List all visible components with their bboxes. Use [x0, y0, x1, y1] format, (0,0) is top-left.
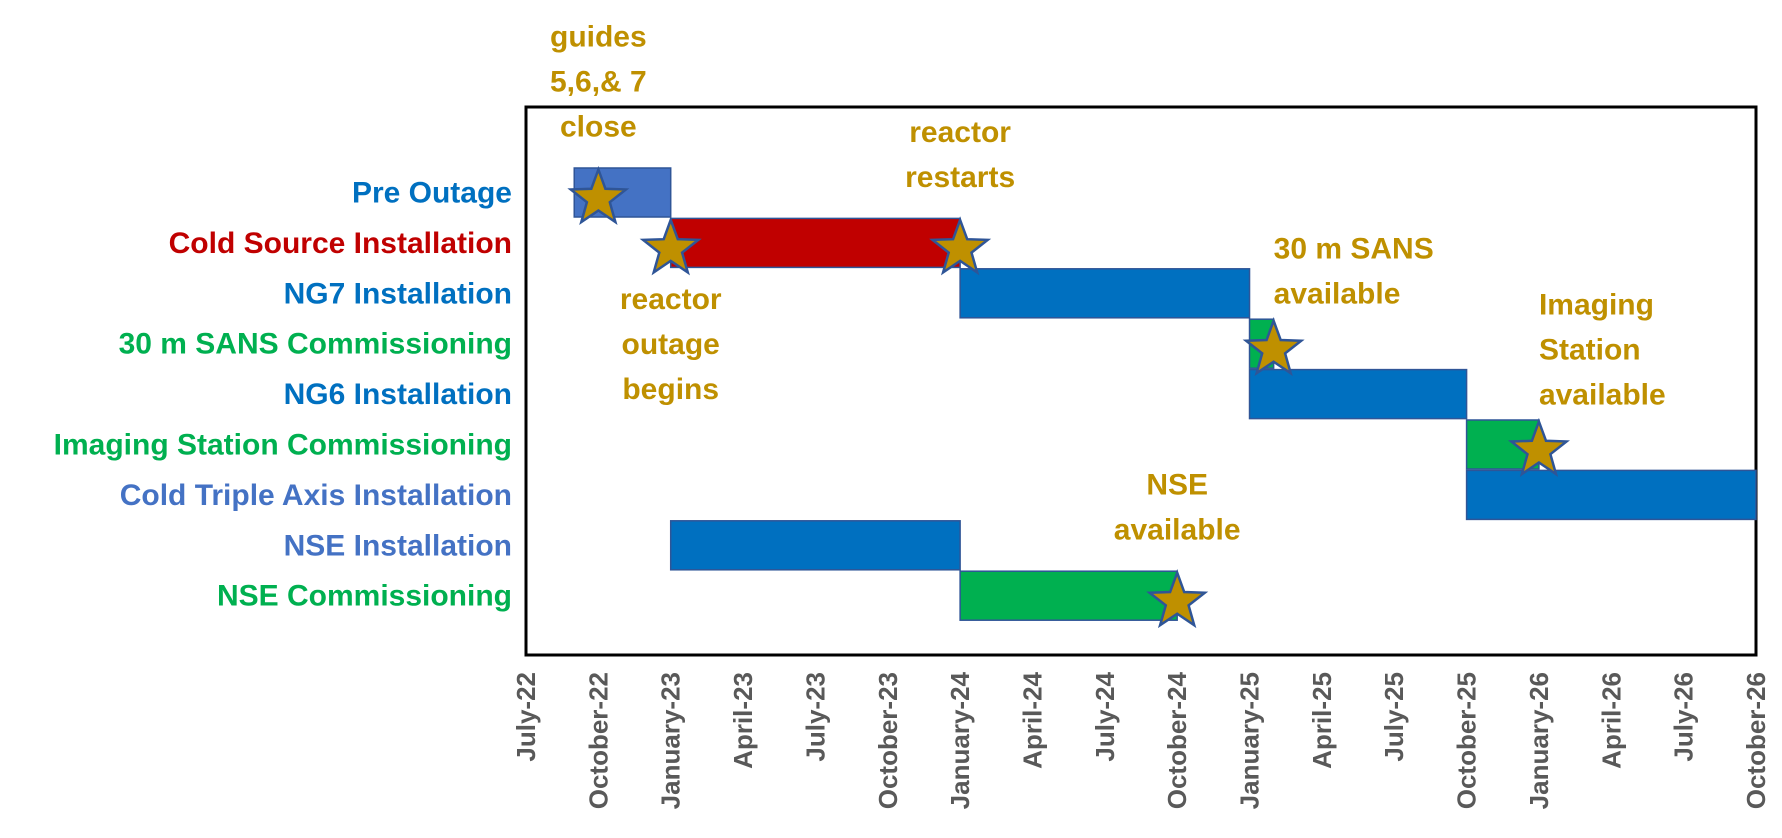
x-tick-label-7: April-24 [1017, 671, 1047, 768]
task-label-6: Cold Triple Axis Installation [120, 479, 512, 512]
task-bar-4 [1248, 368, 1468, 420]
task-label-8: NSE Commissioning [217, 580, 512, 613]
x-tick-label-13: October-25 [1452, 672, 1482, 809]
task-bar-6 [1465, 469, 1757, 521]
milestones-layer [567, 165, 1570, 629]
task-label-1: Cold Source Installation [169, 227, 512, 260]
x-tick-label-17: October-26 [1741, 672, 1771, 809]
x-tick-label-16: July-26 [1669, 672, 1699, 762]
task-label-4: NG6 Installation [284, 378, 512, 411]
milestone-star-2 [929, 216, 992, 276]
x-tick-label-15: April-26 [1596, 672, 1626, 769]
x-tick-label-14: January-26 [1524, 672, 1554, 809]
task-bar-7 [669, 520, 961, 571]
x-tick-label-12: July-25 [1379, 672, 1409, 762]
milestone-star-5 [1146, 569, 1209, 629]
x-tick-label-2: January-23 [656, 672, 686, 809]
task-bar-8 [959, 570, 1178, 621]
x-tick-label-10: January-25 [1235, 672, 1265, 809]
x-tick-label-9: October-24 [1162, 671, 1192, 809]
x-tick-label-3: April-23 [728, 672, 758, 769]
task-bar-2 [959, 268, 1251, 319]
task-label-3: 30 m SANS Commissioning [119, 328, 512, 361]
milestone-star-0 [567, 165, 630, 225]
task-label-0: Pre Outage [352, 177, 512, 210]
x-tick-label-11: April-25 [1307, 672, 1337, 769]
task-bar-1 [669, 217, 961, 269]
x-tick-label-1: October-22 [583, 672, 613, 809]
task-label-5: Imaging Station Commissioning [54, 429, 512, 462]
x-tick-label-0: July-22 [511, 672, 541, 762]
x-tick-label-5: October-23 [873, 672, 903, 809]
x-tick-label-8: July-24 [1090, 671, 1120, 761]
x-tick-label-6: January-24 [945, 671, 975, 809]
x-axis-ticks: July-22 October-22 January-23 April-23 July-… [511, 671, 1771, 809]
milestone-star-3 [1242, 317, 1305, 377]
milestone-star-4 [1507, 417, 1570, 477]
milestone-star-1 [639, 216, 702, 276]
task-label-2: NG7 Installation [284, 277, 512, 310]
x-tick-label-4: July-23 [800, 672, 830, 762]
task-label-7: NSE Installation [284, 529, 512, 562]
